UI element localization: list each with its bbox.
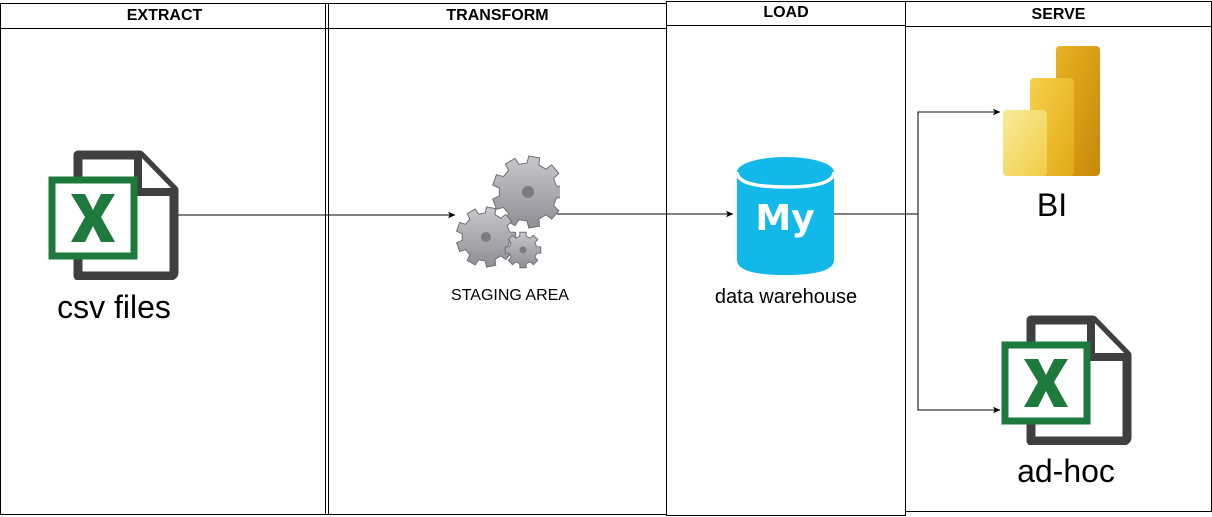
lane-header-serve: SERVE — [906, 2, 1211, 27]
excel-file-icon — [48, 150, 179, 281]
staging-area-label: STAGING AREA — [451, 287, 569, 304]
ad-hoc-label: ad-hoc — [1017, 453, 1115, 489]
node-bi — [1002, 46, 1102, 178]
connector-to-bi — [917, 108, 1001, 214]
lane-header-extract: EXTRACT — [1, 4, 328, 29]
data-warehouse-label: data warehouse — [714, 286, 858, 308]
node-staging-area — [455, 152, 565, 278]
gear-hub — [481, 232, 491, 242]
gear-hub — [519, 246, 527, 254]
lane-transform: TRANSFORM — [328, 3, 667, 515]
csv-files-label: csv files — [57, 289, 171, 325]
connector-to-adhoc — [917, 214, 1001, 414]
power-bi-icon — [1003, 46, 1100, 176]
node-ad-hoc — [1001, 315, 1133, 446]
bi-label: BI — [1036, 187, 1068, 223]
lane-header-transform: TRANSFORM — [329, 4, 666, 29]
node-csv-files — [48, 150, 180, 281]
lane-header-load: LOAD — [667, 2, 905, 26]
mysql-badge: My — [755, 198, 814, 239]
gears-icon — [455, 155, 565, 269]
mysql-database-icon: My — [735, 157, 836, 275]
node-data-warehouse: My — [735, 156, 836, 276]
excel-file-icon — [1001, 315, 1132, 446]
gear-hub — [522, 186, 534, 198]
